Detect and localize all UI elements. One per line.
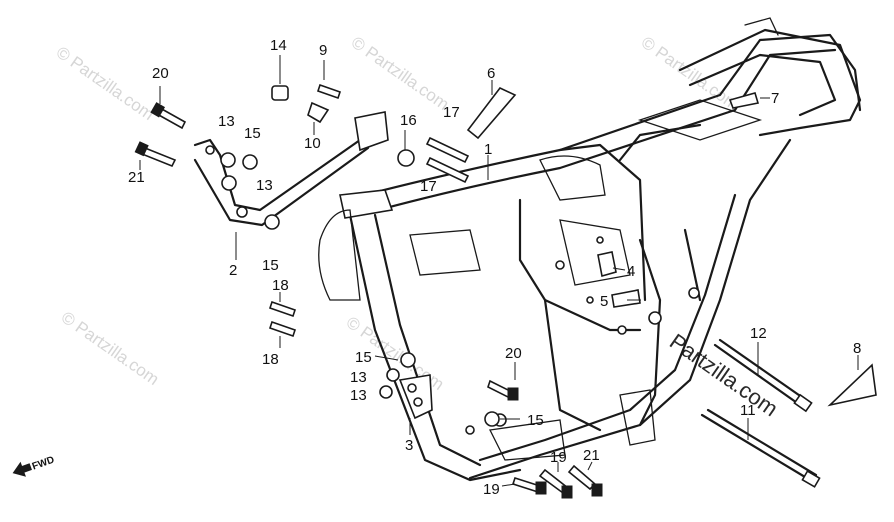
part-11-long-bolt: [700, 408, 821, 488]
callout-21: 21: [128, 169, 145, 186]
callout-4: 4: [627, 263, 635, 280]
callout-17: 17: [443, 104, 460, 121]
callout-15: 15: [244, 125, 261, 142]
callout-17: 17: [420, 178, 437, 195]
watermark-text: © Partzilla.com: [58, 308, 163, 389]
callout-20: 20: [152, 65, 169, 82]
main-frame-drawing: [318, 17, 862, 482]
part-12-long-bolt: [713, 338, 813, 413]
part-4-5-fittings: [597, 251, 641, 308]
fwd-label: FWD: [31, 454, 56, 472]
part-6-plate: [466, 87, 517, 140]
callout-12: 12: [750, 325, 767, 342]
callout-19: 19: [483, 481, 500, 498]
callout-21: 21: [583, 447, 600, 464]
part-2-engine-hanger: [193, 111, 389, 227]
callout-6: 6: [487, 65, 495, 82]
callout-13: 13: [256, 177, 273, 194]
callout-20: 20: [505, 345, 522, 362]
callout-1: 1: [484, 141, 492, 158]
callout-14: 14: [270, 37, 287, 54]
callout-11: 11: [740, 402, 756, 419]
fasteners: [134, 83, 603, 499]
callout-5: 5: [600, 293, 608, 310]
callout-13: 13: [350, 369, 367, 386]
part-8-plate: [827, 363, 877, 407]
callout-13: 13: [350, 387, 367, 404]
callout-16: 16: [400, 112, 417, 129]
watermark-layer: © Partzilla.com © Partzilla.com © Partzi…: [53, 33, 783, 422]
leader-lines: [139, 55, 859, 487]
watermark-text: © Partzilla.com: [348, 33, 453, 114]
callout-19: 19: [550, 449, 567, 466]
callout-7: 7: [771, 90, 779, 107]
callout-13: 13: [218, 113, 235, 130]
watermark-text: © Partzilla.com: [638, 33, 743, 114]
callout-3: 3: [405, 437, 413, 454]
callout-10: 10: [304, 135, 321, 152]
callout-2: 2: [229, 262, 237, 279]
callout-15: 15: [355, 349, 372, 366]
part-3-bracket: [398, 374, 433, 420]
callout-15: 15: [527, 412, 544, 429]
callout-labels: 1 2 3 4 5 6 7 8 9 10 11 12 13 13 13 13 1…: [128, 37, 861, 498]
callout-8: 8: [853, 340, 861, 357]
callout-9: 9: [319, 42, 327, 59]
callout-15: 15: [262, 257, 279, 274]
arrow-left-icon: [12, 461, 32, 477]
part-7-cover: [728, 92, 760, 109]
watermark-text: © Partzilla.com: [53, 43, 158, 124]
callout-18: 18: [262, 351, 279, 368]
callout-18: 18: [272, 277, 289, 294]
fwd-arrow: FWD: [12, 454, 56, 477]
